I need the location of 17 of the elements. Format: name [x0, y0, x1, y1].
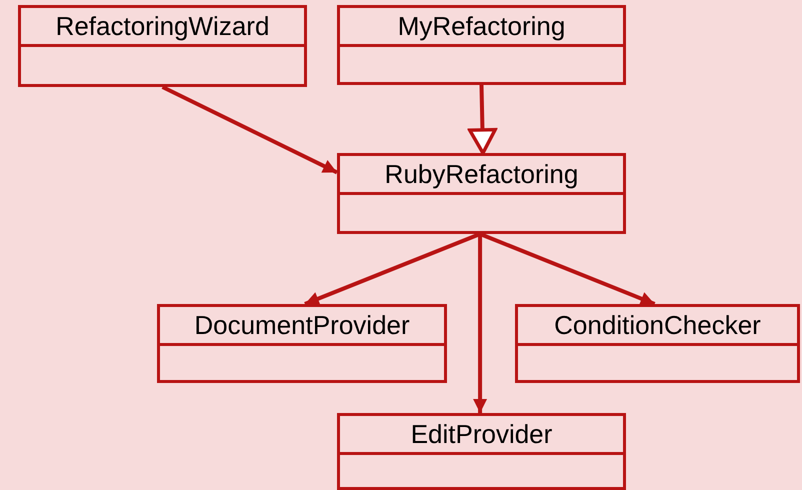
- class-box: [337, 5, 626, 85]
- association-arrow: [162, 85, 338, 174]
- association-arrow: [479, 232, 656, 306]
- association-arrow: [304, 232, 481, 306]
- class-name: RubyRefactoring: [384, 159, 578, 189]
- class-name: EditProvider: [410, 419, 552, 449]
- class-box: [18, 5, 307, 87]
- class-name: DocumentProvider: [194, 310, 410, 340]
- class-box: [515, 304, 800, 383]
- association-arrow: [473, 234, 488, 413]
- inheritance-arrow: [468, 84, 497, 155]
- class-name: RefactoringWizard: [56, 11, 270, 41]
- class-name: ConditionChecker: [554, 310, 761, 340]
- class-box: [337, 153, 626, 234]
- class-box: [337, 413, 626, 490]
- class-name: MyRefactoring: [398, 11, 566, 41]
- class-box: [157, 304, 447, 383]
